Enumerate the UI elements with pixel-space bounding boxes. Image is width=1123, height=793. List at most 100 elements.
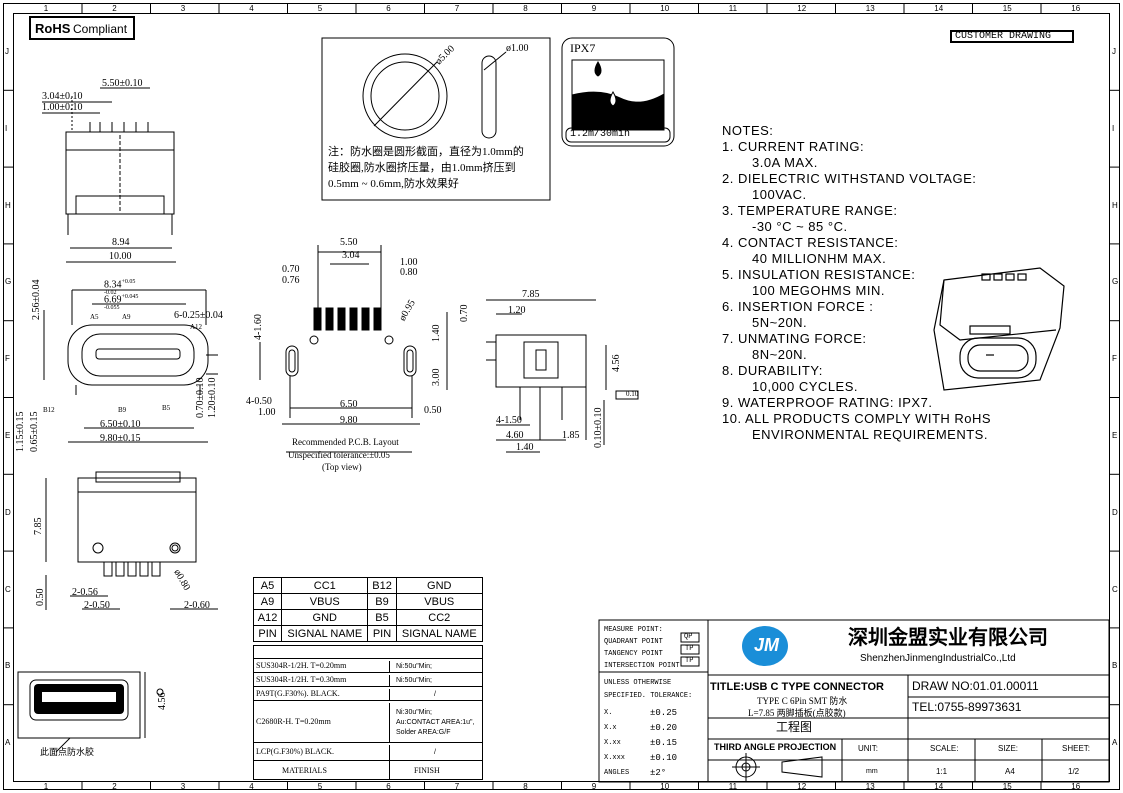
dim-pcb-4-1-60: 4-1.60 <box>253 314 264 340</box>
pin-table-cell: A5 <box>252 577 283 594</box>
sheet-label: SHEET: <box>1062 744 1091 753</box>
dim-front-2-56: 2.56±0.04 <box>31 279 42 321</box>
column-label: 7 <box>454 782 460 791</box>
column-label: 5 <box>317 4 323 13</box>
row-label: D <box>1112 507 1118 517</box>
column-label: 5 <box>317 782 323 791</box>
telephone: TEL:0755-89973631 <box>912 700 1022 714</box>
note-item: 1. CURRENT RATING: <box>722 139 865 154</box>
tolerance-key: X.xxx <box>604 754 626 762</box>
measure-point-block: MEASURE POINT: QUADRANT POINT TANGENCY P… <box>604 624 680 672</box>
tol-head-2: SPECIFIED. TOLERANCE: <box>604 692 693 700</box>
draw-number: DRAW NO:01.01.00011 <box>912 679 1039 693</box>
pin-table-cell: PIN <box>252 625 283 642</box>
pin-table-cell: GND <box>281 609 369 626</box>
title-block-lines <box>598 619 1110 783</box>
seal-note-line-1: 注：防水圈是圆形截面，直径为1.0mm的 <box>328 146 524 158</box>
pin-table-cell: CC2 <box>395 609 484 626</box>
column-label: 15 <box>1002 782 1012 791</box>
seal-ring-figure <box>321 37 551 201</box>
note-item: 5. INSULATION RESISTANCE: <box>722 267 916 282</box>
column-label: 12 <box>797 4 807 13</box>
finish-cell: Ni:30u"Min; Au:CONTACT AREA:1u", Solder … <box>389 703 486 743</box>
tolerance-key: X.x <box>604 724 617 732</box>
row-label: H <box>5 200 11 210</box>
column-label: 8 <box>523 782 528 791</box>
projection-label: THIRD ANGLE PROJECTION <box>714 742 837 752</box>
column-label: 2 <box>112 782 117 791</box>
unit-label: UNIT: <box>858 744 878 753</box>
column-label: 13 <box>865 782 875 791</box>
dim-pcb-0-76: 0.76 <box>282 275 300 286</box>
material-cell: PA9T(G.F30%). BLACK. <box>256 689 340 698</box>
dim-bottom-2-0-60: 2-0.60 <box>184 600 210 611</box>
pin-table-cell: CC1 <box>281 577 369 594</box>
tolerance-row: X.x ±0.20 <box>604 721 699 736</box>
dim-pcb-9-80: 9.80 <box>340 415 358 426</box>
dim-pcb-5-50: 5.50 <box>340 237 358 248</box>
ipx7-figure <box>561 37 675 147</box>
column-label: 9 <box>591 782 597 791</box>
finish-col-header: FINISH <box>414 766 440 775</box>
pin-label-a9: A9 <box>122 313 131 321</box>
company-logo <box>742 626 788 666</box>
pin-table-cell: A9 <box>252 593 283 610</box>
connector-3d-render <box>933 267 1065 391</box>
column-label: 12 <box>797 782 807 791</box>
column-label: 16 <box>1071 4 1081 13</box>
note-value: 100VAC. <box>752 187 807 202</box>
scale-value: 1:1 <box>936 767 948 776</box>
dim-front-pin-width: 6-0.25±0.04 <box>174 310 223 321</box>
top-view-drawing <box>42 87 176 263</box>
column-label: 8 <box>523 4 528 13</box>
row-label: G <box>5 277 12 287</box>
note-item: 9. WATERPROOF RATING: IPX7. <box>722 395 933 410</box>
note-value: 100 MEGOHMS MIN. <box>752 283 885 298</box>
rohs-text: Compliant <box>73 22 128 36</box>
dim-bottom-0-50: 0.50 <box>35 588 46 607</box>
code-qp: QP <box>684 633 693 641</box>
seal-cross-dia: ø1.00 <box>506 43 529 54</box>
note-item: 2. DIELECTRIC WITHSTAND VOLTAGE: <box>722 171 977 186</box>
row-label: F <box>1112 354 1117 364</box>
row-label: D <box>5 507 11 517</box>
note-item: 4. CONTACT RESISTANCE: <box>722 235 899 250</box>
tolerance-value: ±0.25 <box>650 708 678 718</box>
column-label: 14 <box>934 782 944 791</box>
side-view-drawing <box>486 299 639 453</box>
note-item: 3. TEMPERATURE RANGE: <box>722 203 898 218</box>
column-label: 3 <box>180 782 186 791</box>
pcb-caption-1: Recommended P.C.B. Layout <box>292 437 399 447</box>
row-label: E <box>1112 430 1118 440</box>
dim-pcb-6-50: 6.50 <box>340 399 358 410</box>
dim-front-8-34: 8.34+0.05-0.02 <box>104 279 136 297</box>
row-label: E <box>5 430 11 440</box>
bottom-view-drawing <box>45 471 218 610</box>
dim-pcb-3-00: 3.00 <box>431 368 442 387</box>
measure-title: MEASURE POINT: <box>604 626 663 634</box>
column-label: 4 <box>249 782 254 791</box>
finish-cell: Ni:50u"Min; <box>389 675 486 687</box>
dim-pcb-0-50: 0.50 <box>424 405 442 416</box>
waterproof-glue-label: 此面点防水胶 <box>40 747 95 757</box>
code-tp-2: TP <box>685 657 694 665</box>
dim-pcb-3-04: 3.04 <box>342 250 360 261</box>
dim-side-4-60: 4.60 <box>506 430 524 441</box>
tolerance-value: ±0.20 <box>650 723 678 733</box>
pin-label-b12: B12 <box>43 406 55 414</box>
dim-side-4-56: 4.56 <box>611 354 622 373</box>
pin-table-cell: SIGNAL NAME <box>395 625 484 642</box>
dim-front-6-50: 6.50±0.10 <box>100 419 141 430</box>
dim-front-9-80: 9.80±0.15 <box>100 433 141 444</box>
note-value: 5N~20N. <box>752 315 808 330</box>
dim-front-0-70: 0.70±0.10 <box>195 377 206 419</box>
dim-top-1-00: 1.00±0.10 <box>42 102 83 113</box>
dim-top-10-00: 10.00 <box>109 251 132 262</box>
pin-table-cell: SIGNAL NAME <box>281 625 369 642</box>
customer-drawing-badge: CUSTOMER DRAWING <box>950 30 1074 43</box>
